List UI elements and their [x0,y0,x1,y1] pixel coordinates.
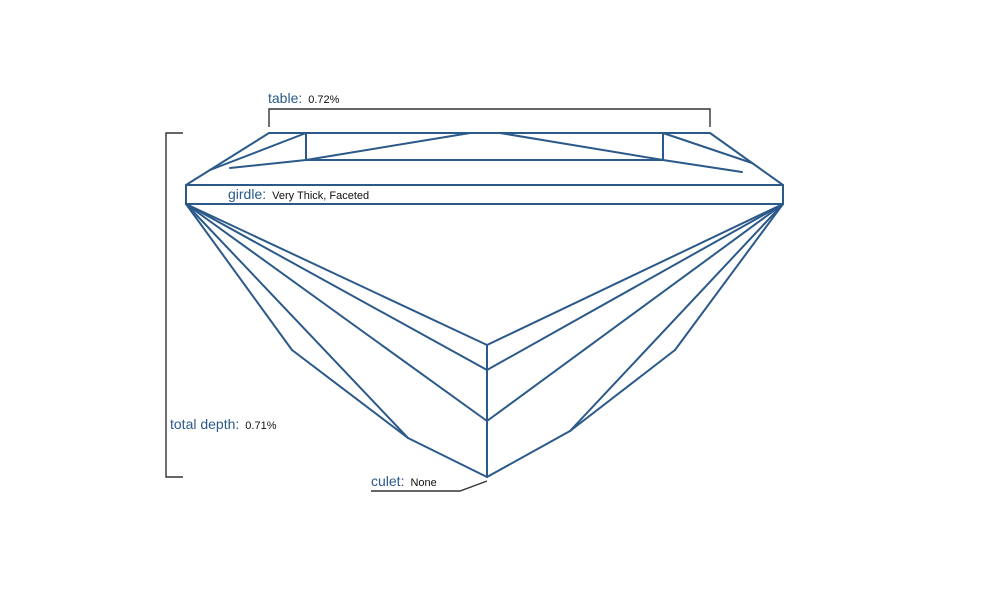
crown-facet-left-3 [229,159,307,169]
culet-value: None [410,477,437,489]
pavilion-outer-left [185,203,293,351]
pavilion-outer-left-lower [291,349,409,439]
crown-facet-right-1 [499,132,664,161]
crown [185,132,784,186]
girdle-measurement: girdle: Very Thick, Faceted [228,187,369,203]
pavilion-facet-left-1 [185,203,488,346]
crown-facet-left-2 [209,132,307,171]
total-depth-label: total depth: [170,416,240,432]
pavilion-facet-right-4 [569,203,784,432]
pavilion-facet-right-1 [486,203,784,346]
pavilion-facet-right-2 [486,203,784,371]
culet-measurement: culet: None [371,474,437,490]
pavilion [185,203,784,478]
pavilion-facet-right-3 [486,203,784,422]
crown-outline [185,132,784,186]
pavilion-outer-right [674,203,784,351]
table-bracket [268,108,711,127]
total-depth-bracket [165,132,183,478]
crown-facet-right-2 [662,132,753,164]
pavilion-facet-left-2 [185,203,488,371]
crown-facet-right-3 [662,159,743,173]
table-value: 0.72% [308,94,340,106]
pavilion-facet-left-4 [185,203,409,439]
culet-label: culet: [371,473,405,489]
pavilion-left-culet-edge [407,437,488,478]
pavilion-facet-left-3 [185,203,488,422]
table-facet [305,132,664,161]
table-measurement: table: 0.72% [268,91,339,107]
pavilion-outer-right-lower [569,349,676,432]
total-depth-value: 0.71% [245,420,277,432]
total-depth-measurement: total depth: 0.71% [170,417,276,433]
girdle-value: Very Thick, Faceted [272,190,370,202]
table-label: table: [268,90,303,106]
girdle-label: girdle: [228,186,267,202]
culet-leader-line [371,480,488,492]
pavilion-right-culet-edge [486,430,571,478]
crown-facet-left-1 [305,132,471,161]
